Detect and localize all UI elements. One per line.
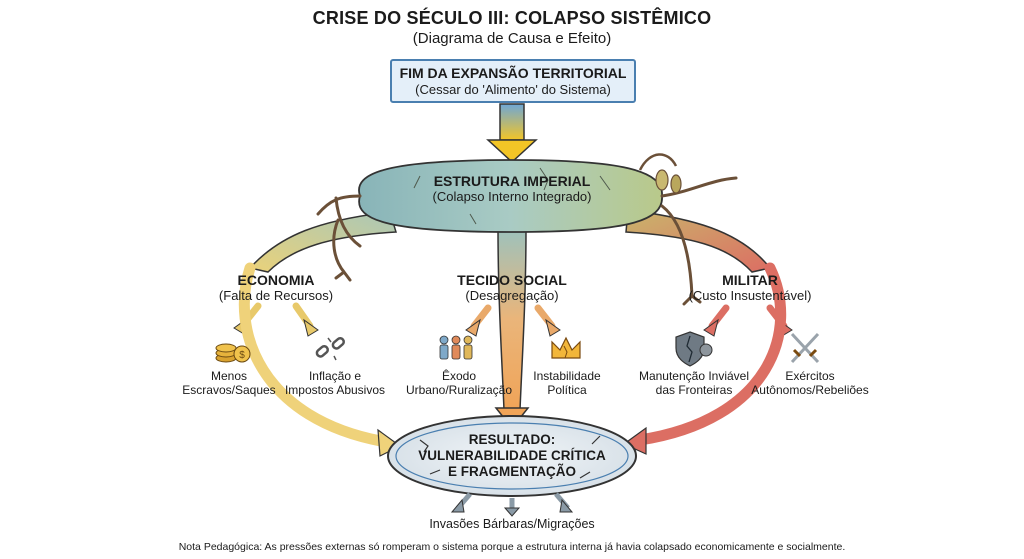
social-subtitle: (Desagregação): [465, 288, 559, 303]
economy-subtitle: (Falta de Recursos): [218, 288, 334, 303]
people-icon: [439, 335, 473, 360]
item-instability-line1: Instabilidade: [533, 369, 601, 383]
result-plate: [387, 415, 637, 497]
military-title: MILITAR: [722, 272, 778, 288]
diagram-subtitle: (Diagrama de Causa e Efeito): [412, 30, 612, 47]
military-branch: [625, 209, 772, 273]
expansion-box-subtitle: (Cessar do 'Alimento' do Sistema): [415, 82, 611, 97]
item-exodus-line1: Êxodo: [441, 369, 477, 383]
result-line2: VULNERABILIDADE CRÍTICA: [418, 448, 606, 463]
military-to-result-arrow: [634, 262, 787, 446]
item-frontiers-line2: das Fronteiras: [655, 383, 733, 397]
military-subtitle: (Custo Insustentável): [688, 288, 812, 303]
item-armies-line2: Autônomos/Rebeliões: [751, 383, 869, 397]
social-arrows: [465, 304, 561, 337]
item-exodus-line2: Urbano/Ruralização: [405, 383, 513, 397]
item-less-slaves-line2: Escravos/Saques: [182, 383, 276, 397]
economy-title: ECONOMIA: [237, 272, 315, 288]
expansion-box: [390, 59, 636, 103]
coins-icon: $: [215, 343, 251, 363]
broken-shield-icon: [675, 331, 713, 367]
economy-to-result-arrow: [238, 262, 392, 448]
item-inflation-line1: Inflação e: [308, 369, 362, 383]
svg-text:$: $: [239, 350, 245, 361]
expansion-box-title: FIM DA EXPANSÃO TERRITORIAL: [399, 65, 627, 81]
item-frontiers-line1: Manutenção Inviável: [638, 369, 750, 383]
result-line1: RESULTADO:: [468, 432, 556, 447]
pedagogical-note: Nota Pedagógica: As pressões externas só…: [178, 541, 846, 553]
imperial-structure: [316, 153, 738, 306]
item-instability-line2: Política: [547, 383, 587, 397]
item-less-slaves-line1: Menos: [210, 369, 248, 383]
social-title: TECIDO SOCIAL: [457, 272, 567, 288]
invasion-arrows: [450, 492, 574, 517]
broken-chain-icon: [315, 337, 345, 361]
broken-crown-icon: [551, 336, 581, 359]
diagram-title: CRISE DO SÉCULO III: COLAPSO SISTÊMICO: [312, 8, 712, 28]
core-title: ESTRUTURA IMPERIAL: [433, 173, 591, 189]
crossed-swords-icon: [790, 332, 820, 364]
invasions-label: Invasões Bárbaras/Migrações: [429, 517, 595, 531]
item-inflation-line2: Impostos Abusivos: [284, 383, 386, 397]
economy-branch: [248, 211, 397, 273]
item-armies-line1: Exércitos: [785, 369, 835, 383]
top-down-arrow: [486, 103, 538, 164]
core-subtitle: (Colapso Interno Integrado): [432, 189, 592, 204]
result-line3: E FRAGMENTAÇÃO: [448, 464, 576, 479]
